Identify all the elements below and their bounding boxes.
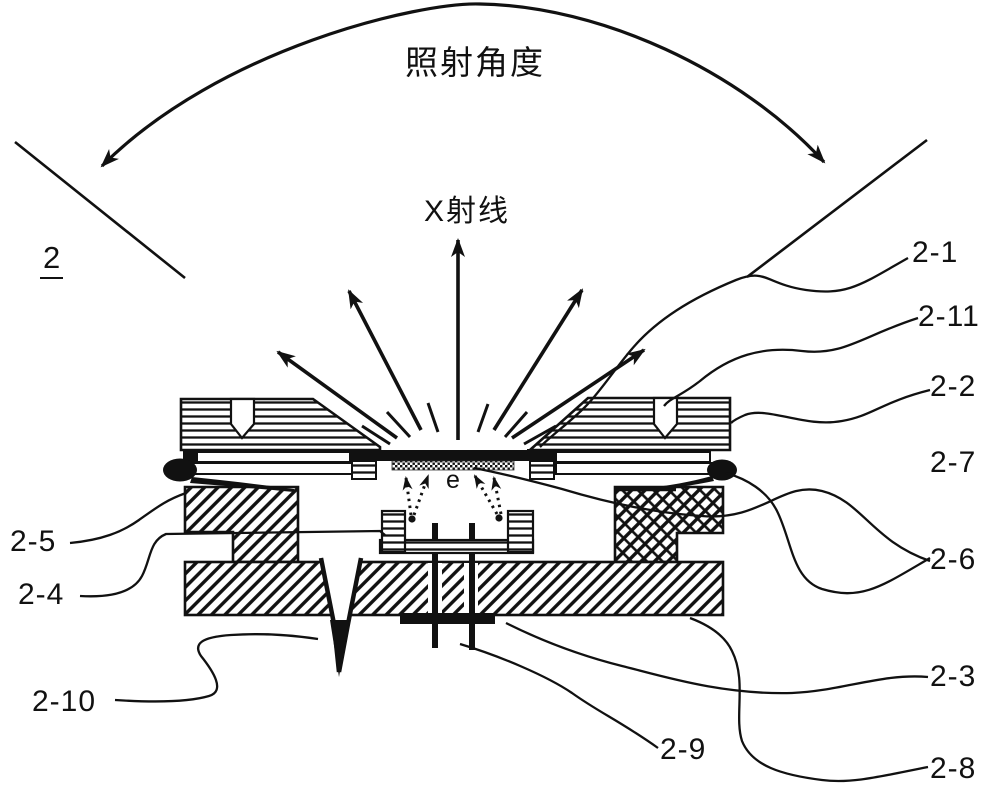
irradiation-angle-arc <box>100 2 826 168</box>
xray-burst-lines <box>361 402 557 446</box>
irradiation-angle-label: 照射角度 <box>405 44 545 81</box>
leader-2-8 <box>689 616 929 783</box>
leader-2-1 <box>539 256 909 448</box>
ref-label-2-11: 2-11 <box>918 300 980 333</box>
leader-2-6 <box>725 471 931 595</box>
ref-label-2-8: 2-8 <box>930 752 977 785</box>
leader-2-9 <box>459 642 659 749</box>
lead-pin-right <box>469 523 475 650</box>
lead-pin-left <box>432 523 438 648</box>
ref-label-2-9: 2-9 <box>660 733 707 766</box>
leader-2-7 <box>473 466 931 563</box>
ref-label-2-4: 2-4 <box>18 578 65 611</box>
angle-boundary-line-right <box>746 138 928 279</box>
xray-arrows <box>276 238 646 440</box>
electron-beam-arrows <box>402 474 503 523</box>
ref-label-2-6: 2-6 <box>930 543 977 576</box>
leader-2-5 <box>69 491 187 545</box>
electrode-block-left <box>183 485 300 564</box>
window-plate <box>352 450 557 461</box>
ref-label-2-7: 2-7 <box>930 446 977 479</box>
electron-label: e <box>446 466 460 494</box>
angle-boundary-line-left <box>14 140 186 280</box>
window-clamp-right <box>527 449 557 480</box>
leader-2-4 <box>79 529 386 598</box>
leader-2-10 <box>114 633 319 703</box>
ref-label-2-2: 2-2 <box>930 370 977 403</box>
leader-2-3 <box>505 621 929 695</box>
window-support-plates <box>177 451 715 475</box>
xray-label: X射线 <box>424 195 511 228</box>
getter-notch-left <box>229 397 256 440</box>
oring-seal-left <box>163 458 294 492</box>
exhaust-tip <box>318 557 364 677</box>
cathode-bracket <box>378 509 535 555</box>
electrode-block-right <box>613 485 725 564</box>
window-clamp-left <box>349 449 378 480</box>
window-frame-block-left <box>179 397 382 452</box>
ref-label-2-1: 2-1 <box>912 236 959 269</box>
ref-label-2-3: 2-3 <box>930 660 977 693</box>
figure-number-label: 2 <box>40 240 64 279</box>
stem-flange-bar <box>400 613 495 624</box>
target-film <box>391 460 515 471</box>
ref-label-2-10: 2-10 <box>32 685 97 718</box>
ref-label-2-5: 2-5 <box>10 525 57 558</box>
leader-lines <box>69 256 931 783</box>
leader-2-11 <box>663 316 919 407</box>
leader-2-2 <box>730 388 931 424</box>
base-plate <box>183 560 725 617</box>
